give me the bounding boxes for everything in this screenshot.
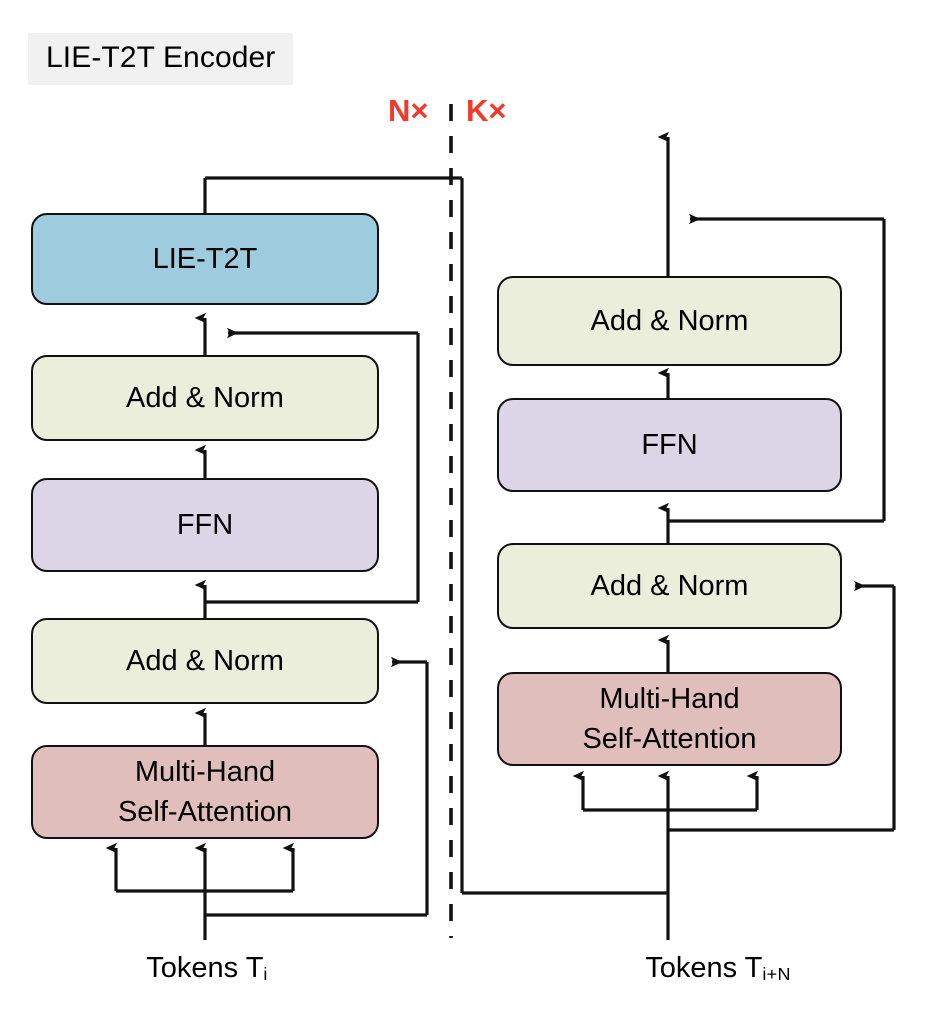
right-token-input-subscript: i+N bbox=[762, 964, 791, 985]
left-token-input-label: Tokens Ti bbox=[146, 952, 267, 988]
page-title: LIE-T2T Encoder bbox=[28, 33, 294, 85]
node-left-ffn[interactable]: FFN bbox=[31, 478, 379, 572]
right-token-input-text: Tokens T bbox=[645, 952, 763, 984]
repeat-label-right: K× bbox=[466, 93, 507, 128]
node-left-add-norm-bottom[interactable]: Add & Norm bbox=[31, 618, 379, 704]
node-right-add-norm-bottom[interactable]: Add & Norm bbox=[497, 543, 842, 629]
repeat-label-left: N× bbox=[388, 93, 429, 128]
node-right-ffn[interactable]: FFN bbox=[497, 398, 842, 492]
node-left-attention[interactable]: Multi-Hand Self-Attention bbox=[31, 745, 379, 839]
left-token-input-subscript: i bbox=[263, 964, 268, 985]
node-right-attention[interactable]: Multi-Hand Self-Attention bbox=[497, 672, 842, 766]
node-right-add-norm-top[interactable]: Add & Norm bbox=[497, 276, 842, 366]
left-token-input-text: Tokens T bbox=[146, 952, 264, 984]
node-lie-t2t[interactable]: LIE-T2T bbox=[31, 213, 379, 305]
right-token-input-label: Tokens Ti+N bbox=[645, 952, 791, 988]
node-left-add-norm-top[interactable]: Add & Norm bbox=[31, 355, 379, 441]
